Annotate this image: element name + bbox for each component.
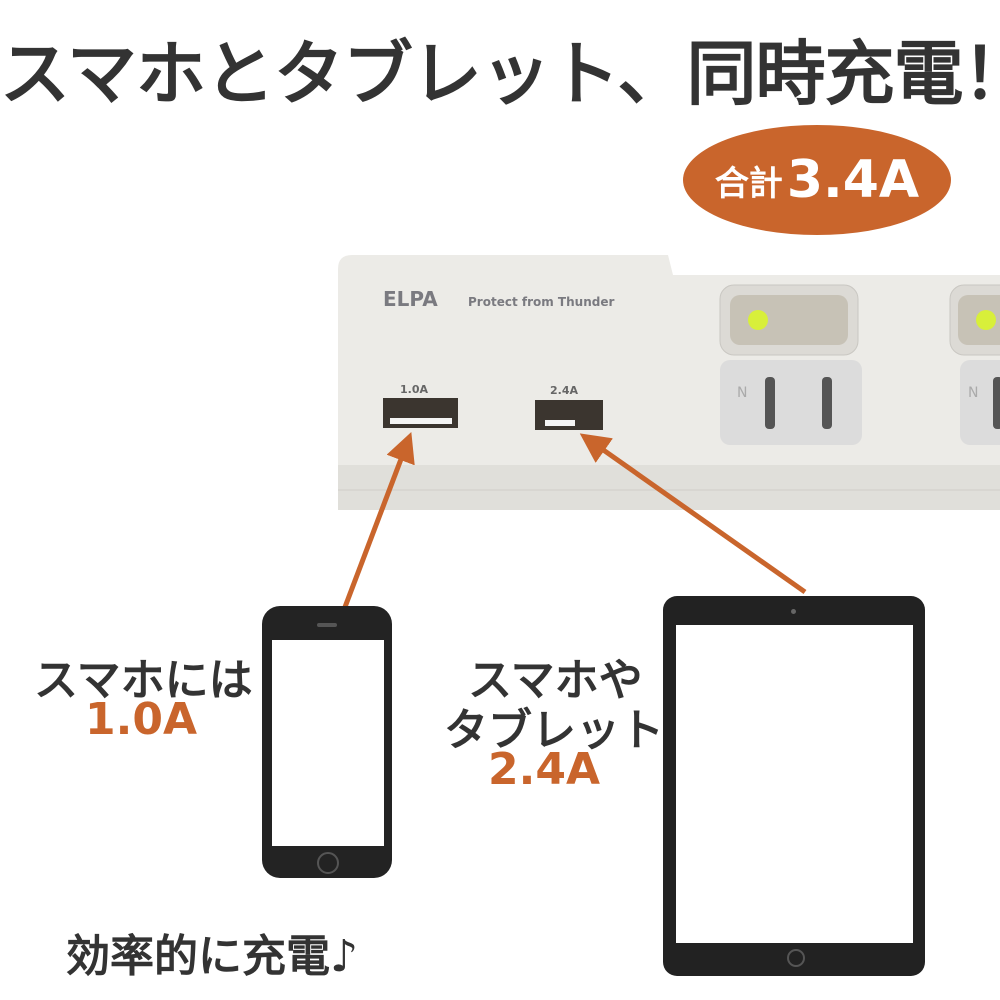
- outlet-1: [719, 284, 862, 445]
- total-current-badge: 合計 3.4A: [683, 125, 951, 235]
- headline: スマホとタブレット、同時充電！: [0, 33, 1000, 115]
- smartphone-image: [262, 606, 392, 878]
- outlet-neutral-mark-2: N: [968, 385, 979, 401]
- outlet-neutral-mark: N: [737, 385, 748, 401]
- port-2-label: 2.4A: [550, 384, 578, 397]
- tablet-label-line1: スマホや: [468, 655, 643, 706]
- arrow-phone: [342, 431, 415, 608]
- tablet-amps: 2.4A: [488, 744, 600, 795]
- port-1-label: 1.0A: [400, 383, 428, 396]
- outlet-2: [949, 284, 1000, 445]
- phone-amps: 1.0A: [85, 694, 197, 745]
- tablet-image: [663, 596, 925, 976]
- tagline: Protect from Thunder: [468, 295, 615, 309]
- phone-label: スマホには: [34, 655, 253, 706]
- footer-text: 効率的に充電♪: [66, 931, 359, 982]
- brand-logo: ELPA: [383, 287, 438, 311]
- power-strip: [338, 255, 1000, 510]
- badge-prefix: 合計: [714, 163, 783, 204]
- badge-value: 3.4A: [786, 150, 920, 210]
- tablet-label-line2: タブレット: [444, 705, 664, 756]
- arrow-tablet: [579, 433, 807, 595]
